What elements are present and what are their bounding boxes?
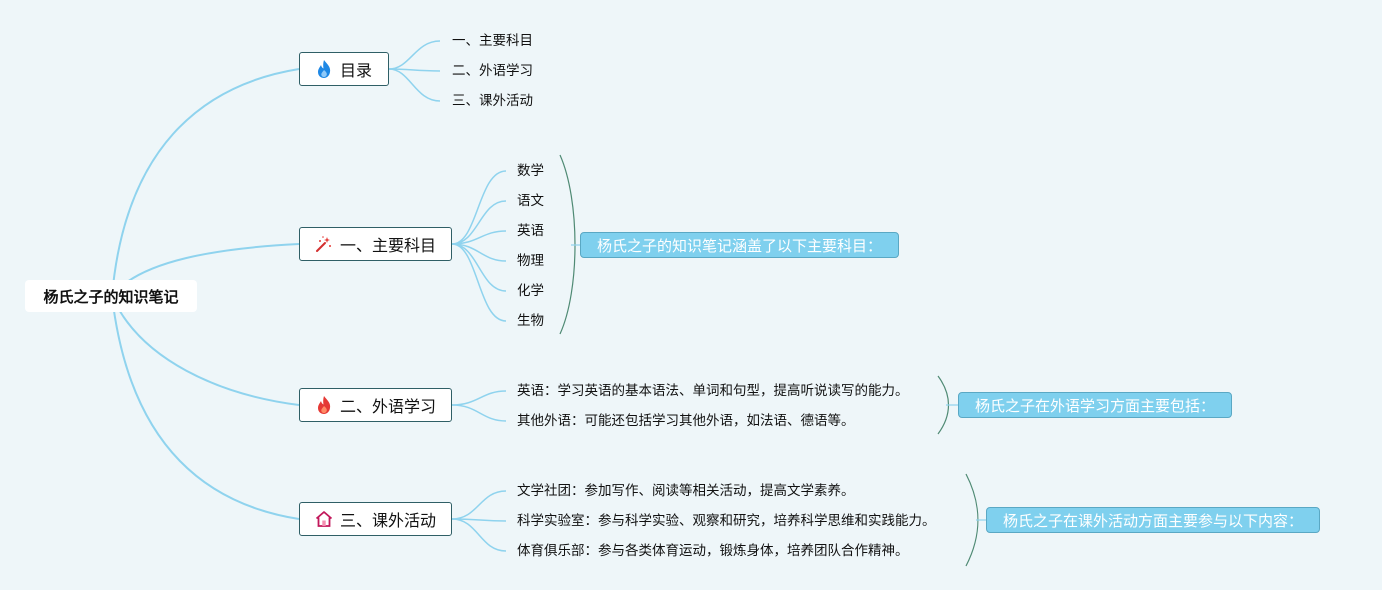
- subject-leaf[interactable]: 英语: [517, 223, 544, 239]
- branch-extracurricular-label: 三、课外活动: [340, 511, 437, 530]
- summary-language-learning-label: 杨氏之子在外语学习方面主要包括：: [975, 396, 1216, 415]
- activity-leaf[interactable]: 文学社团：参加写作、阅读等相关活动，提高文学素养。: [517, 483, 855, 499]
- subject-leaf[interactable]: 化学: [517, 283, 544, 299]
- branch-toc-label: 目录: [340, 61, 373, 80]
- branch-language-learning-label: 二、外语学习: [340, 397, 437, 416]
- connector-root-toc: [111, 68, 300, 297]
- connector-root-activities: [111, 295, 300, 520]
- branch-language-learning[interactable]: 二、外语学习: [299, 388, 452, 422]
- branch-toc[interactable]: 目录: [299, 52, 389, 86]
- activity-leaf[interactable]: 科学实验室：参与科学实验、观察和研究，培养科学思维和实践能力。: [517, 513, 936, 529]
- root-topic[interactable]: 杨氏之子的知识笔记: [25, 280, 197, 312]
- toc-leaf[interactable]: 三、课外活动: [452, 93, 533, 109]
- branch-extracurricular[interactable]: 三、课外活动: [299, 502, 452, 536]
- language-leaf[interactable]: 英语：学习英语的基本语法、单词和句型，提高听说读写的能力。: [517, 383, 909, 399]
- toc-leaf[interactable]: 一、主要科目: [452, 33, 533, 49]
- language-leaf[interactable]: 其他外语：可能还包括学习其他外语，如法语、德语等。: [517, 413, 855, 429]
- subject-leaf[interactable]: 生物: [517, 313, 544, 329]
- toc-leaf[interactable]: 二、外语学习: [452, 63, 533, 79]
- branch-main-subjects-label: 一、主要科目: [340, 236, 437, 255]
- subject-leaf[interactable]: 数学: [517, 163, 544, 179]
- summary-language-learning[interactable]: 杨氏之子在外语学习方面主要包括：: [958, 392, 1233, 418]
- summary-extracurricular-label: 杨氏之子在课外活动方面主要参与以下内容：: [1003, 511, 1304, 530]
- activity-leaf[interactable]: 体育俱乐部：参与各类体育运动，锻炼身体，培养团队合作精神。: [517, 543, 909, 559]
- blue-flame-icon: [314, 59, 334, 79]
- subject-leaf[interactable]: 语文: [517, 193, 544, 209]
- summary-main-subjects-label: 杨氏之子的知识笔记涵盖了以下主要科目：: [597, 236, 883, 255]
- summary-main-subjects[interactable]: 杨氏之子的知识笔记涵盖了以下主要科目：: [580, 232, 900, 258]
- house-icon: [314, 509, 334, 529]
- root-topic-label: 杨氏之子的知识笔记: [43, 287, 179, 306]
- connector-root-language: [111, 295, 300, 406]
- subject-leaf[interactable]: 物理: [517, 253, 544, 269]
- summary-extracurricular[interactable]: 杨氏之子在课外活动方面主要参与以下内容：: [986, 507, 1321, 533]
- branch-main-subjects[interactable]: 一、主要科目: [299, 227, 452, 261]
- red-flame-icon: [314, 395, 334, 415]
- sparkle-wand-icon: [314, 234, 334, 254]
